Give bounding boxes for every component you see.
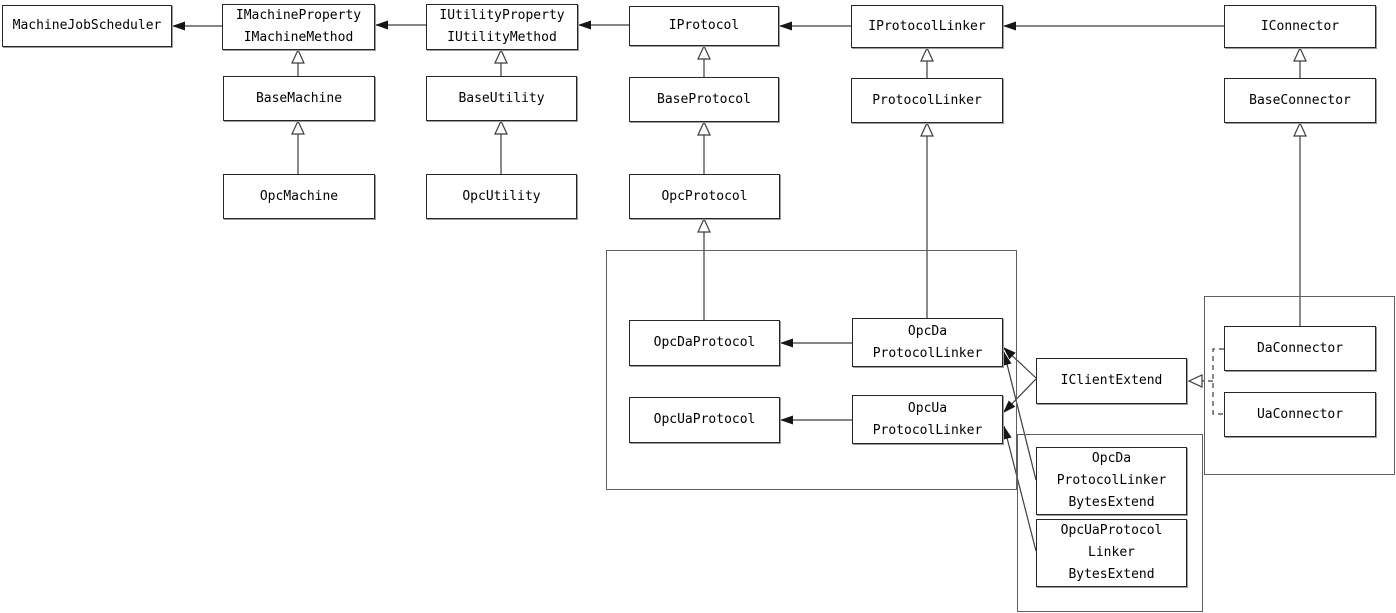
edge-opc-da-protocol-linker-bytes-extend--opc-da-protocol-linker xyxy=(1003,351,1037,481)
class-node-opc-da-protocol-linker: OpcDa ProtocolLinker xyxy=(852,318,1003,367)
edge-opc-da-protocol-linker--protocol-linker-arrowhead xyxy=(920,121,934,137)
edge-da-connector--base-connector-arrowhead xyxy=(1293,121,1307,137)
edge-opc-da-protocol-linker-bytes-extend--opc-da-protocol-linker-arrowhead xyxy=(1002,352,1012,366)
class-node-label-base-machine: BaseMachine xyxy=(255,90,343,106)
class-node-label-i-client-extend: IClientExtend xyxy=(1060,373,1163,388)
class-node-opc-machine: OpcMachine xyxy=(223,174,375,219)
class-node-opc-utility: OpcUtility xyxy=(426,174,577,219)
class-node-label-base-connector: BaseConnector xyxy=(1249,92,1351,108)
edge-i-client-extend--opc-ua-protocol-linker-arrowhead xyxy=(1003,400,1016,413)
class-node-label-base-protocol: BaseProtocol xyxy=(657,91,751,107)
class-node-label-protocol-linker: ProtocolLinker xyxy=(872,92,982,108)
class-node-label-i-machine-property: IMachineProperty IMachineMethod xyxy=(235,8,362,45)
class-node-machine-job-scheduler: MachineJobScheduler xyxy=(2,5,172,47)
connector-group-boundary xyxy=(1204,296,1395,475)
class-node-label-opc-utility: OpcUtility xyxy=(462,188,541,204)
edge-opc-protocol--base-protocol-arrowhead xyxy=(697,120,711,136)
class-node-i-client-extend: IClientExtend xyxy=(1036,358,1187,404)
class-node-label-base-utility: BaseUtility xyxy=(458,90,545,106)
class-node-i-machine-property: IMachineProperty IMachineMethod xyxy=(222,4,375,50)
class-node-label-i-utility-property: IUtilityProperty IUtilityMethod xyxy=(439,8,565,45)
edge-base-connector--i-connector-arrowhead xyxy=(1293,46,1307,62)
class-node-label-i-protocol: IProtocol xyxy=(668,18,740,33)
class-node-i-protocol-linker: IProtocolLinker xyxy=(851,5,1003,48)
edge-protocol-linker--i-protocol-linker-arrowhead xyxy=(920,46,934,62)
class-node-label-opc-da-protocol-linker-bytes-extend: OpcDa ProtocolLinker BytesExtend xyxy=(1056,451,1167,510)
class-node-label-ua-connector: UaConnector xyxy=(1256,406,1344,422)
class-node-label-opc-da-protocol-linker: OpcDa ProtocolLinker xyxy=(872,323,983,361)
edge-base-utility--i-utility-property-arrowhead xyxy=(494,48,508,64)
class-node-i-connector: IConnector xyxy=(1224,5,1376,48)
edge-opc-ua-protocol-linker-bytes-extend--opc-ua-protocol-linker xyxy=(1003,425,1037,552)
class-node-protocol-linker: ProtocolLinker xyxy=(851,78,1003,123)
class-node-label-opc-ua-protocol-linker-bytes-extend: OpcUaProtocol Linker BytesExtend xyxy=(1060,523,1163,582)
edge-i-connector--i-protocol-linker-arrowhead xyxy=(1003,21,1016,31)
class-node-label-opc-protocol: OpcProtocol xyxy=(661,188,748,204)
protocol-group-boundary xyxy=(606,250,1017,490)
class-node-ua-connector: UaConnector xyxy=(1224,392,1376,437)
class-node-label-opc-machine: OpcMachine xyxy=(259,188,339,204)
class-node-label-da-connector: DaConnector xyxy=(1256,340,1344,356)
class-node-base-connector: BaseConnector xyxy=(1224,78,1376,123)
edge-opc-ua-protocol-linker-bytes-extend--opc-ua-protocol-linker-arrowhead xyxy=(1002,426,1012,440)
class-node-base-utility: BaseUtility xyxy=(426,76,577,121)
edge-da-ua-connectors--i-client-extend-arrowhead xyxy=(1187,374,1203,388)
edge-i-machine-property--machine-job-scheduler-arrowhead xyxy=(172,21,185,31)
class-node-opc-ua-protocol-linker-bytes-extend: OpcUaProtocol Linker BytesExtend xyxy=(1036,519,1187,587)
edge-opc-da-protocol--opc-protocol-arrowhead xyxy=(697,217,711,233)
edge-opc-machine--base-machine-arrowhead xyxy=(291,119,305,135)
class-node-label-opc-ua-protocol-linker: OpcUa ProtocolLinker xyxy=(872,400,983,438)
edge-i-protocol-linker--i-protocol-arrowhead xyxy=(779,21,792,31)
bytes-extend-group-boundary xyxy=(1017,434,1203,612)
class-node-i-utility-property: IUtilityProperty IUtilityMethod xyxy=(426,4,578,50)
edge-i-protocol--i-utility-property-arrowhead xyxy=(578,20,591,30)
class-node-opc-da-protocol-linker-bytes-extend: OpcDa ProtocolLinker BytesExtend xyxy=(1036,447,1187,515)
edge-opc-da-protocol-linker--opc-da-protocol-arrowhead xyxy=(780,338,793,348)
class-node-i-protocol: IProtocol xyxy=(629,6,779,46)
class-node-opc-ua-protocol-linker: OpcUa ProtocolLinker xyxy=(852,395,1003,444)
class-node-label-i-protocol-linker: IProtocolLinker xyxy=(868,18,986,34)
class-node-label-opc-ua-protocol: OpcUaProtocol xyxy=(653,412,756,427)
class-node-da-connector: DaConnector xyxy=(1224,326,1376,371)
class-node-opc-da-protocol: OpcDaProtocol xyxy=(629,320,780,366)
class-node-label-machine-job-scheduler: MachineJobScheduler xyxy=(12,18,162,33)
class-node-label-opc-da-protocol: OpcDaProtocol xyxy=(653,335,756,350)
class-node-base-protocol: BaseProtocol xyxy=(629,77,779,122)
edge-base-machine--i-machine-property-arrowhead xyxy=(291,48,305,64)
class-node-opc-protocol: OpcProtocol xyxy=(629,174,780,219)
edge-opc-ua-protocol-linker--opc-ua-protocol-arrowhead xyxy=(780,415,793,425)
edge-i-client-extend--opc-da-protocol-linker-arrowhead xyxy=(1003,347,1016,360)
edge-base-protocol--i-protocol-arrowhead xyxy=(697,44,711,60)
class-node-base-machine: BaseMachine xyxy=(223,76,375,121)
class-node-opc-ua-protocol: OpcUaProtocol xyxy=(629,397,780,443)
edge-da-connector--ua-connector xyxy=(1212,348,1224,415)
edge-opc-utility--base-utility-arrowhead xyxy=(494,119,508,135)
edge-i-utility-property--i-machine-property-arrowhead xyxy=(375,20,388,30)
class-node-label-i-connector: IConnector xyxy=(1260,18,1340,34)
